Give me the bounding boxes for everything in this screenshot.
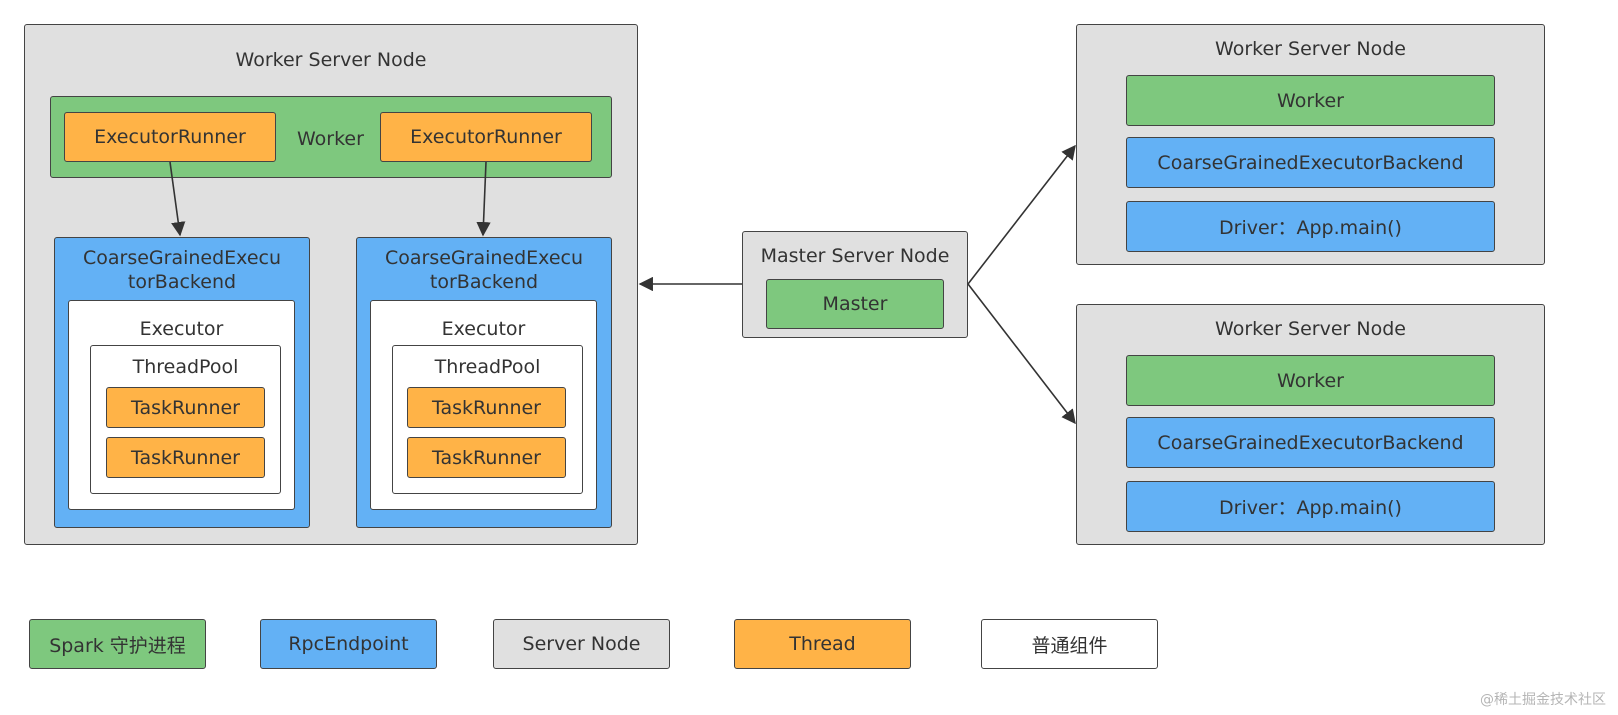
legend-rpc-endpoint: RpcEndpoint	[260, 619, 437, 669]
master-node-title: Master Server Node	[760, 245, 950, 267]
right-node-2-title: Worker Server Node	[1215, 318, 1406, 340]
backend-2-title-line1: CoarseGrainedExecu	[384, 247, 584, 269]
executor-runner-right: ExecutorRunner	[380, 112, 592, 162]
right-node-2-driver: Driver：App.main()	[1126, 481, 1495, 532]
left-node-title: Worker Server Node	[235, 49, 427, 71]
legend-server-node: Server Node	[493, 619, 670, 669]
threadpool-1-label: ThreadPool	[132, 356, 239, 378]
right-node-1-driver: Driver：App.main()	[1126, 201, 1495, 252]
right-node-1-title: Worker Server Node	[1215, 38, 1406, 60]
left-worker-label: Worker	[297, 128, 364, 150]
executor-2-label: Executor	[441, 318, 526, 340]
watermark: @稀土掘金技术社区	[1480, 692, 1606, 708]
backend-2-title-line2: torBackend	[429, 271, 539, 293]
arrow-master-to-right-node-2	[967, 283, 1076, 425]
legend-thread: Thread	[734, 619, 911, 669]
right-node-2-backend: CoarseGrainedExecutorBackend	[1126, 417, 1495, 468]
legend-plain-component: 普通组件	[981, 619, 1158, 669]
task-runner-1a: TaskRunner	[106, 387, 265, 428]
master-box: Master	[766, 279, 944, 329]
right-node-1-backend: CoarseGrainedExecutorBackend	[1126, 137, 1495, 188]
arrow-master-to-right-node-1	[967, 144, 1076, 285]
right-node-1-worker: Worker	[1126, 75, 1495, 126]
legend-spark-daemon: Spark 守护进程	[29, 619, 206, 669]
executor-1-label: Executor	[139, 318, 224, 340]
right-node-2-worker: Worker	[1126, 355, 1495, 406]
backend-1-title-line2: torBackend	[127, 271, 237, 293]
backend-1-title-line1: CoarseGrainedExecu	[82, 247, 282, 269]
executor-runner-left: ExecutorRunner	[64, 112, 276, 162]
task-runner-2a: TaskRunner	[407, 387, 566, 428]
task-runner-1b: TaskRunner	[106, 437, 265, 478]
threadpool-2-label: ThreadPool	[434, 356, 541, 378]
task-runner-2b: TaskRunner	[407, 437, 566, 478]
